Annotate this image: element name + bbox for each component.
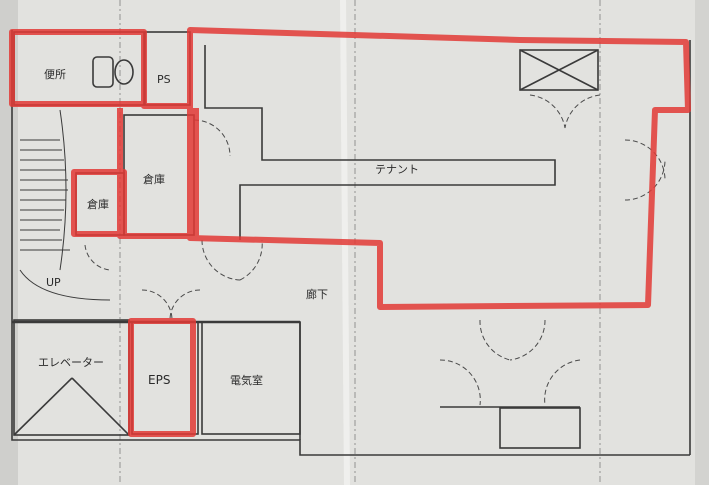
highlight-tenant xyxy=(187,27,691,310)
highlight-outlines xyxy=(9,27,691,437)
highlight-eps xyxy=(128,318,196,437)
label-storage-large: 倉庫 xyxy=(143,172,165,186)
label-electric-room: 電気室 xyxy=(230,373,263,387)
paper-right-edge xyxy=(695,0,709,485)
label-elevator: エレベーター xyxy=(38,356,104,369)
label-stair-up: UP xyxy=(46,276,61,289)
label-toilet: 便所 xyxy=(44,68,66,81)
door-swings xyxy=(84,94,666,406)
label-eps: EPS xyxy=(148,373,170,387)
highlight-small-storage xyxy=(71,169,127,237)
label-storage-small: 倉庫 xyxy=(87,197,109,211)
label-corridor: 廊下 xyxy=(306,287,328,301)
label-tenant: テナント xyxy=(375,163,419,176)
label-ps: PS xyxy=(157,73,171,86)
